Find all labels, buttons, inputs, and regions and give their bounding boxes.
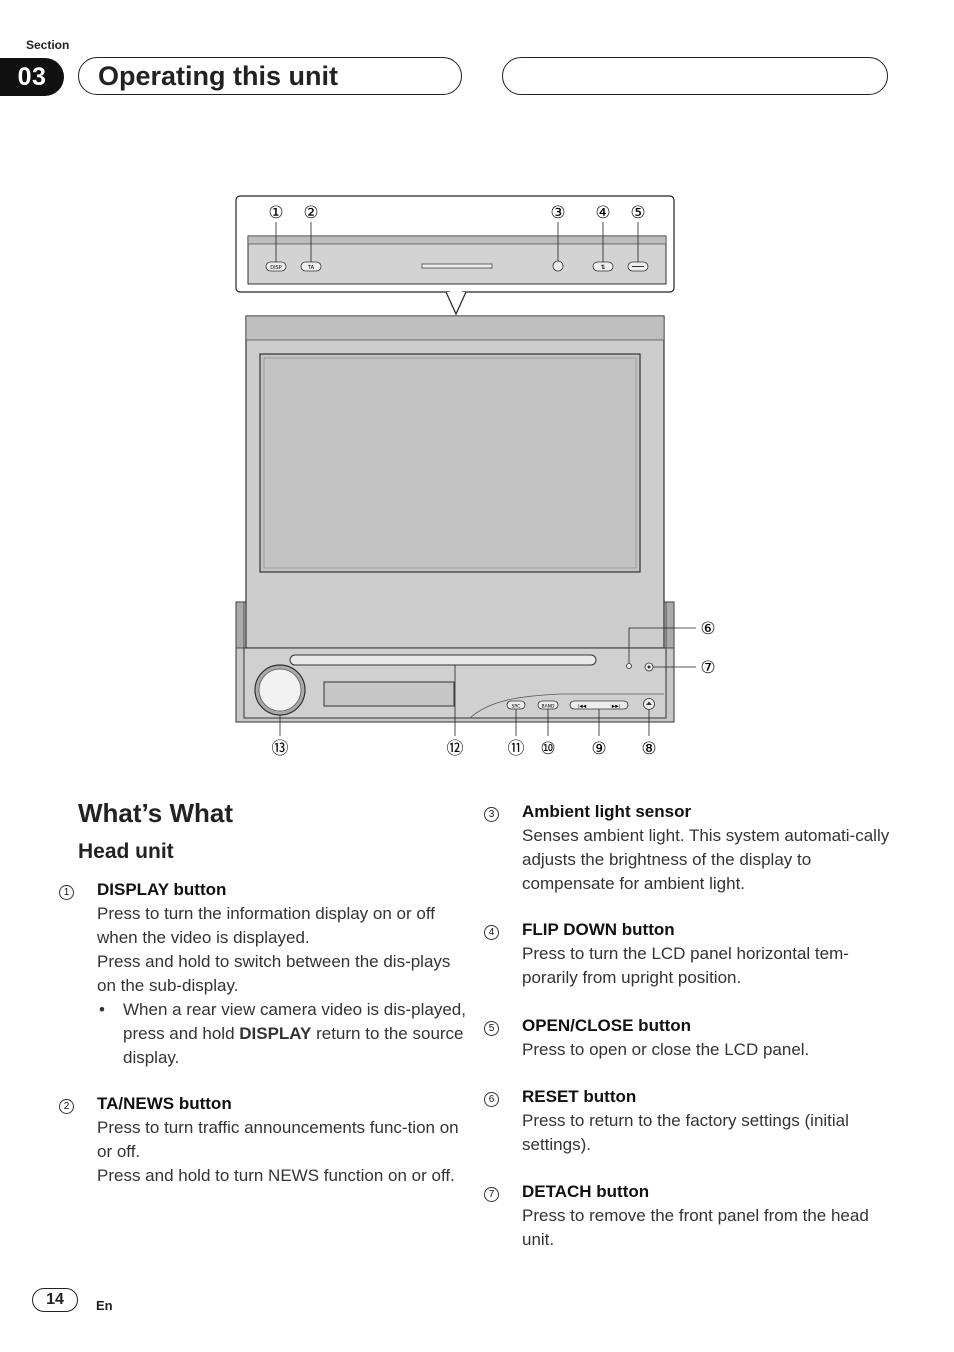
callout-13: ⑬	[272, 739, 289, 759]
callout-1: ①	[268, 203, 283, 223]
item-title: FLIP DOWN button	[522, 920, 675, 939]
item-desc: Press and hold to switch between the dis…	[97, 952, 451, 995]
display-button-label: DISP	[270, 265, 282, 271]
sub-display	[323, 681, 455, 707]
callout-8: ⑧	[641, 739, 656, 759]
lcd-screen	[259, 353, 641, 573]
page-number: 14	[32, 1288, 78, 1312]
disc-slot	[289, 654, 597, 666]
next-label: ▶▶|	[612, 704, 620, 710]
callout-2: ②	[303, 203, 318, 223]
language-label: En	[96, 1298, 113, 1313]
item-title: DISPLAY button	[97, 880, 227, 899]
item-desc: Senses ambient light. This system automa…	[522, 826, 890, 893]
item-title: OPEN/CLOSE button	[522, 1016, 692, 1035]
callout-3: ③	[550, 203, 565, 223]
item-desc: Press to turn the information display on…	[97, 904, 435, 947]
callout-10: ⑩	[540, 739, 555, 759]
section-number-badge: 03	[0, 58, 64, 96]
callout-11: ⑪	[508, 739, 525, 759]
ambient-light-sensor	[552, 260, 564, 272]
item-desc: Press to return to the factory settings …	[522, 1111, 849, 1154]
item-title: DETACH button	[522, 1182, 650, 1201]
reset-button	[626, 663, 632, 669]
item-desc: Press to turn traffic announcements func…	[97, 1118, 459, 1161]
callout-6: ⑥	[700, 619, 715, 639]
item-desc: Press to remove the front panel from the…	[522, 1206, 869, 1249]
section-label: Section	[26, 38, 70, 52]
ta-button-label: TA	[307, 265, 315, 271]
page-title: Operating this unit	[98, 61, 338, 91]
flip-button-label: ⇅	[600, 264, 605, 271]
callout-4: ④	[595, 203, 610, 223]
item-desc: Press and hold to turn NEWS function on …	[97, 1166, 455, 1185]
item-desc: Press to turn the LCD panel horizontal t…	[522, 944, 849, 987]
callout-7: ⑦	[700, 658, 715, 678]
whats-what-heading: What’s What	[78, 798, 234, 828]
prev-label: |◀◀	[578, 704, 587, 710]
head-unit-subheading: Head unit	[78, 840, 174, 863]
src-button-label: SRC	[512, 704, 521, 710]
top-detail-panel: DISP TA ⇅	[235, 195, 675, 316]
callout-5: ⑤	[630, 203, 645, 223]
band-button-label: BAND	[542, 704, 556, 710]
item-title: TA/NEWS button	[97, 1094, 232, 1113]
empty-header-frame	[502, 57, 888, 95]
item-desc: Press to open or close the LCD panel.	[522, 1040, 810, 1059]
callout-9: ⑨	[591, 739, 606, 759]
item-title: Ambient light sensor	[522, 802, 692, 821]
head-unit-diagram: DISP TA ⇅ ① ② ③ ④ ⑤ SRC	[235, 195, 716, 759]
head-unit-body: SRC BAND |◀◀ ▶▶|	[235, 315, 675, 723]
item-bullet: When a rear view camera video is dis-pla…	[97, 998, 467, 1070]
title-frame	[78, 57, 462, 95]
callout-12: ⑫	[447, 739, 464, 759]
item-title: RESET button	[522, 1087, 637, 1106]
